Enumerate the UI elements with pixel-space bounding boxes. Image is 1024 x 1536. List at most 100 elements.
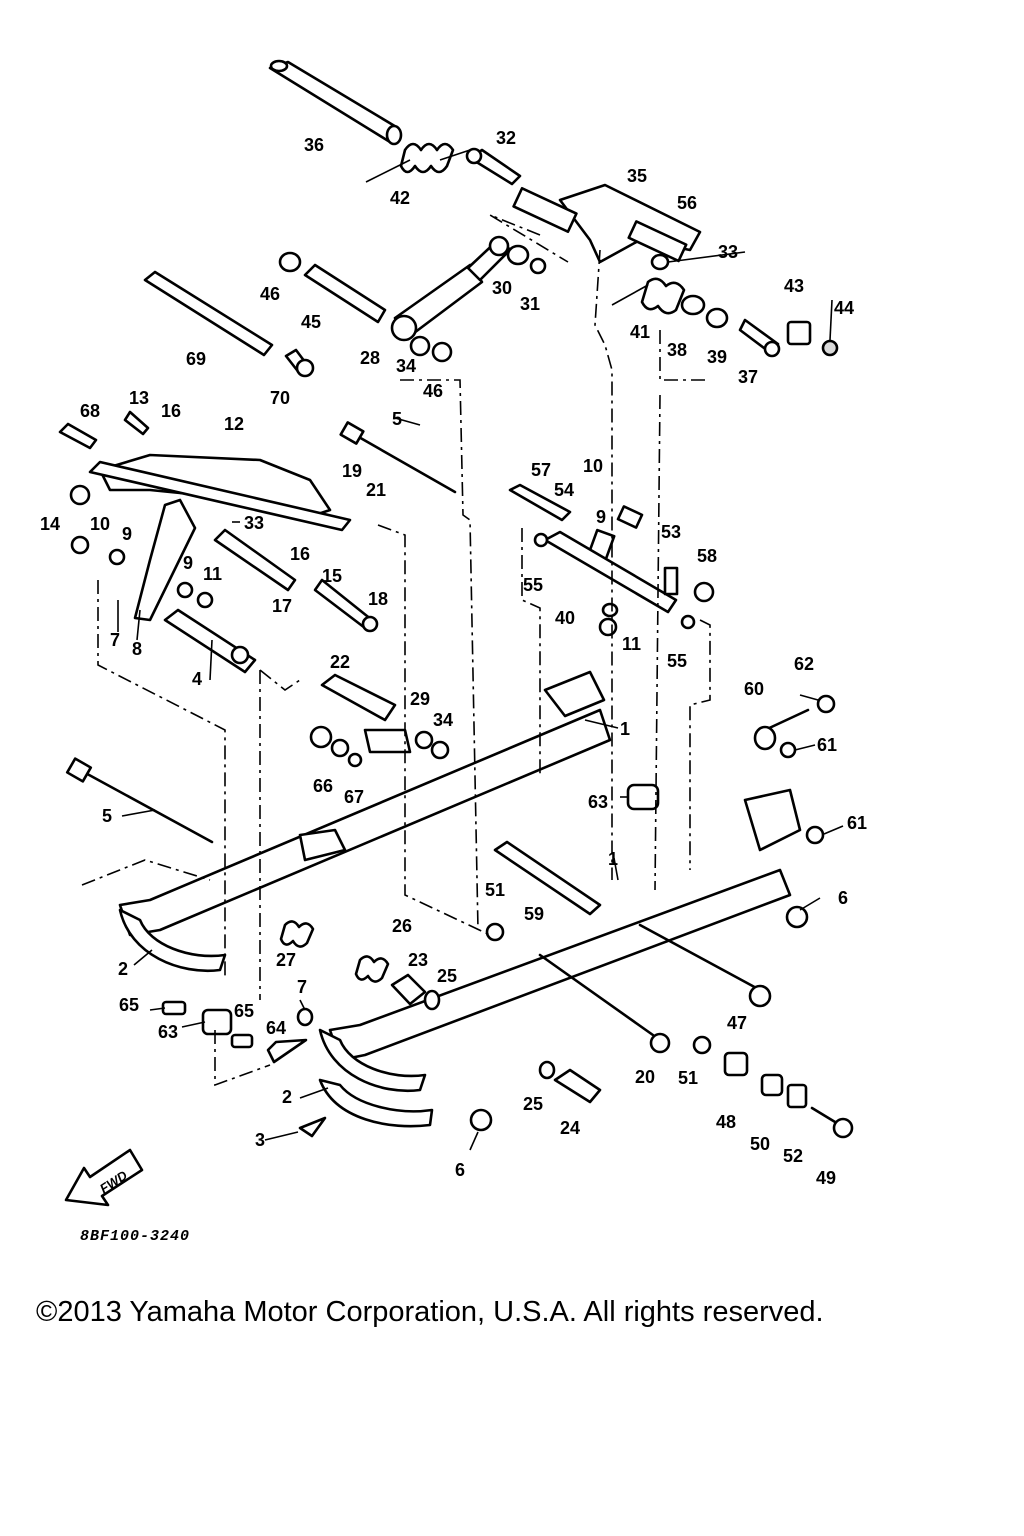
callout: 52 bbox=[783, 1146, 803, 1166]
callout: 6 bbox=[455, 1160, 465, 1180]
bolt-5-lower bbox=[65, 757, 214, 844]
shaft-45-69 bbox=[143, 251, 387, 378]
springs-26-27 bbox=[279, 920, 390, 983]
bushings-30-31 bbox=[409, 244, 547, 363]
callout: 61 bbox=[847, 813, 867, 833]
callout: 32 bbox=[496, 128, 516, 148]
callout: 4 bbox=[192, 669, 202, 689]
callout: 36 bbox=[304, 135, 324, 155]
callout: 49 bbox=[816, 1168, 836, 1188]
callout: 42 bbox=[390, 188, 410, 208]
callout: 64 bbox=[266, 1018, 286, 1038]
callout: 35 bbox=[627, 166, 647, 186]
rear-pivot-shaft bbox=[268, 59, 403, 146]
slide-rail-right bbox=[318, 788, 802, 1128]
callout: 28 bbox=[360, 348, 380, 368]
callout: 16 bbox=[161, 401, 181, 421]
slide-rail-left bbox=[118, 670, 612, 973]
front-shock-spring-41 bbox=[611, 277, 686, 315]
bolt-60-nut-62 bbox=[753, 694, 836, 751]
callout: 46 bbox=[260, 284, 280, 304]
callout: 9 bbox=[122, 524, 132, 544]
callout: 63 bbox=[588, 792, 608, 812]
callout: 34 bbox=[396, 356, 416, 376]
callout: 21 bbox=[366, 480, 386, 500]
callout: 33 bbox=[244, 513, 264, 533]
callout: 11 bbox=[203, 564, 222, 584]
callout: 70 bbox=[270, 388, 290, 408]
rear-arm-35 bbox=[512, 183, 702, 264]
callout: 29 bbox=[410, 689, 430, 709]
collars-38-39 bbox=[650, 253, 729, 329]
callout: 33 bbox=[718, 242, 738, 262]
callout: 34 bbox=[433, 710, 453, 730]
callout: 62 bbox=[794, 654, 814, 674]
callout: 5 bbox=[102, 806, 112, 826]
collar-23-24 bbox=[390, 973, 602, 1104]
bolts-20-47 bbox=[538, 923, 772, 1054]
washers-51-7 bbox=[296, 922, 712, 1055]
callout: 12 bbox=[224, 414, 244, 434]
shaft-59 bbox=[493, 840, 602, 916]
callout: 16 bbox=[290, 544, 310, 564]
callout: 43 bbox=[784, 276, 804, 296]
nuts-6 bbox=[469, 905, 809, 1132]
callout: 7 bbox=[297, 977, 307, 997]
stopper-63-upper bbox=[626, 783, 660, 811]
callout: 58 bbox=[697, 546, 717, 566]
callout: 2 bbox=[118, 959, 128, 979]
forward-arrow-icon: FWD bbox=[64, 1148, 144, 1207]
callout: 24 bbox=[560, 1118, 580, 1138]
callout: 55 bbox=[523, 575, 543, 595]
callout: 11 bbox=[622, 634, 641, 654]
callout: 8 bbox=[132, 639, 142, 659]
callout: 10 bbox=[90, 514, 110, 534]
callout: 19 bbox=[342, 461, 362, 481]
callout: 10 bbox=[583, 456, 603, 476]
callout: 5 bbox=[392, 409, 402, 429]
callout: 55 bbox=[667, 651, 687, 671]
shock-spring-42 bbox=[365, 142, 471, 183]
callout: 65 bbox=[119, 995, 139, 1015]
callout: 65 bbox=[234, 1001, 254, 1021]
callout: 3 bbox=[255, 1130, 265, 1150]
callout: 63 bbox=[158, 1022, 178, 1042]
callout: 38 bbox=[667, 340, 687, 360]
callout: 14 bbox=[40, 514, 60, 534]
callout: 44 bbox=[834, 298, 854, 318]
callout: 6 bbox=[838, 888, 848, 908]
callout: 56 bbox=[677, 193, 697, 213]
rocker-40-bracket-54 bbox=[508, 483, 715, 637]
bolt-18-13-68 bbox=[58, 410, 379, 633]
callout: 47 bbox=[727, 1013, 747, 1033]
callout: 53 bbox=[661, 522, 681, 542]
callout: 9 bbox=[596, 507, 606, 527]
bolt-32 bbox=[465, 147, 522, 186]
callout: 1 bbox=[620, 719, 630, 739]
callout: 25 bbox=[437, 966, 457, 986]
callout: 51 bbox=[678, 1068, 698, 1088]
copyright-notice: ©2013 Yamaha Motor Corporation, U.S.A. A… bbox=[36, 1296, 824, 1328]
callout: 59 bbox=[524, 904, 544, 924]
callout: 46 bbox=[423, 381, 443, 401]
callout: 41 bbox=[630, 322, 650, 342]
collar-29 bbox=[363, 728, 450, 760]
front-shock-4 bbox=[163, 608, 257, 674]
callout: 68 bbox=[80, 401, 100, 421]
callout: 40 bbox=[555, 608, 575, 628]
callout: 7 bbox=[110, 630, 120, 650]
callout: 57 bbox=[531, 460, 551, 480]
rear-shock-absorber bbox=[390, 235, 512, 342]
callout: 20 bbox=[635, 1067, 655, 1087]
callout: 23 bbox=[408, 950, 428, 970]
callout: 54 bbox=[554, 480, 574, 500]
callout: 18 bbox=[368, 589, 388, 609]
callout: 60 bbox=[744, 679, 764, 699]
callout: 26 bbox=[392, 916, 412, 936]
diagram-code: 8BF100-3240 bbox=[80, 1228, 191, 1245]
callout: 50 bbox=[750, 1134, 770, 1154]
front-arm-12 bbox=[69, 453, 352, 622]
callout: 51 bbox=[485, 880, 505, 900]
callout: 67 bbox=[344, 787, 364, 807]
